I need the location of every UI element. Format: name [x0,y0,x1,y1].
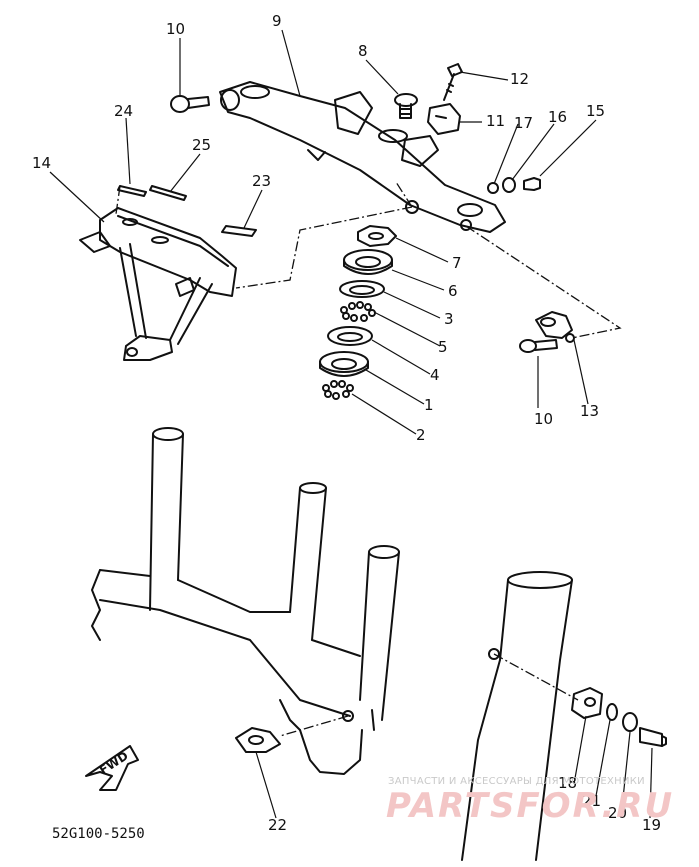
callout-22: 22 [268,816,288,834]
callout-8: 8 [358,42,368,60]
ball-bearing-part-5 [340,301,376,322]
meter-bracket-part-14 [79,207,237,361]
callout-6: 6 [448,282,458,300]
nut-part-7 [357,225,397,247]
callout-11: 11 [486,112,506,130]
clamp-part-13 [535,311,575,343]
callout-13: 13 [580,402,600,420]
leader-lines [49,29,653,819]
callout-9: 9 [272,12,282,30]
watermark-caption: ЗАПЧАСТИ И АКСЕССУАРЫ ДЛЯ МОТОТЕХНИКИ [388,776,645,787]
callout-15: 15 [586,102,606,120]
bearing-race-part-4 [327,326,373,346]
callout-7: 7 [452,254,462,272]
callout-3: 3 [444,310,454,328]
bearing-race-part-3 [339,280,385,298]
callout-21: 21 [582,792,602,810]
callout-5: 5 [438,338,448,356]
callout-12: 12 [510,70,530,88]
bolt-part-8 [394,93,418,119]
callout-10-right: 10 [534,410,554,428]
callout-25: 25 [192,136,212,154]
bolt-part-15 [523,177,541,191]
callout-20: 20 [608,804,628,822]
callout-16: 16 [548,108,568,126]
washer-part-21 [606,703,618,721]
callout-17: 17 [514,114,534,132]
cable-guide-right [401,135,439,167]
callout-24: 24 [114,102,134,120]
callout-23: 23 [252,172,272,190]
bolt-part-19 [639,727,667,747]
callout-4: 4 [430,366,440,384]
assembly-lines [115,181,622,737]
plate-part-23 [221,225,257,237]
bearing-race-part-6 [343,249,393,275]
callout-14: 14 [32,154,52,172]
plate-part-24 [117,185,147,197]
bolt-part-10-right [519,339,558,353]
washer-part-17 [487,182,499,194]
ball-bearing-part-2 [322,380,354,400]
watermark-logo: PARTSFOR.RU [386,786,675,826]
plate-part-25 [149,185,187,201]
drawing-code: 52G100-5250 [52,826,145,842]
clamp-part-22 [235,727,281,753]
clamp-part-11 [427,103,461,135]
callout-1: 1 [424,396,434,414]
callout-10-top: 10 [166,20,186,38]
cable-guide-left [334,91,373,135]
bolt-part-10-top [170,95,210,113]
callout-18: 18 [558,774,578,792]
front-fork-frame [91,427,400,775]
clamp-part-18 [571,687,603,719]
bearing-race-part-1 [319,351,369,377]
callout-19: 19 [642,816,662,834]
washer-part-16 [502,177,516,193]
callout-2: 2 [416,426,426,444]
right-fork-tube [461,571,573,861]
upper-bracket-part-9 [219,81,506,233]
washer-part-20 [622,712,638,732]
fwd-arrow-outline [85,745,139,791]
bolt-part-12 [443,63,463,101]
